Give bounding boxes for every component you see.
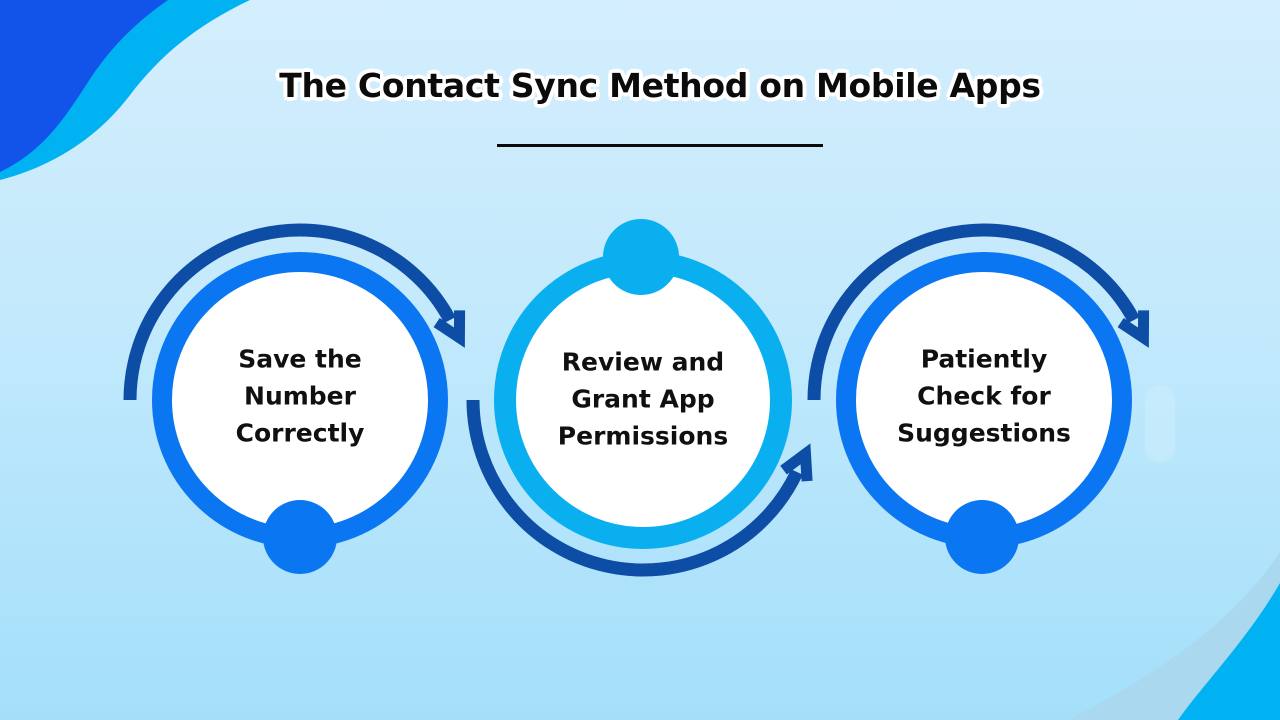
decor-pill: [1145, 385, 1175, 463]
step-3-label-line-2: Check for: [917, 381, 1051, 411]
step-3-label-line-3: Suggestions: [897, 418, 1071, 448]
step-2-node-dot: [603, 219, 679, 295]
step-3-label: Patiently Check for Suggestions: [897, 341, 1071, 452]
flow-arrow-3-icon: [807, 223, 1150, 401]
step-1-label-line-2: Number: [244, 381, 356, 411]
step-1-label-line-3: Correctly: [235, 418, 365, 448]
step-3-node-dot: [945, 500, 1019, 574]
page-title: The Contact Sync Method on Mobile Apps: [279, 66, 1041, 105]
corner-wave-bottom-right-cyan: [1178, 583, 1280, 720]
title-underline: [497, 144, 823, 147]
step-1-group: [123, 223, 466, 574]
step-3-label-line-1: Patiently: [920, 344, 1048, 374]
step-1-label: Save the Number Correctly: [236, 341, 365, 452]
step-2-label-line-2: Grant App: [571, 384, 715, 414]
step-2-group: [466, 219, 813, 577]
corner-wave-top-left-dark: [0, 0, 168, 172]
step-2-label-line-3: Permissions: [557, 421, 729, 451]
step-1-node-dot: [263, 500, 337, 574]
step-2-label-line-1: Review and: [561, 347, 725, 377]
step-1-label-line-1: Save the: [238, 344, 362, 374]
flow-arrow-1-icon: [123, 223, 466, 401]
step-3-group: [807, 223, 1150, 574]
flow-arrow-2-icon: [466, 399, 813, 577]
step-2-label: Review and Grant App Permissions: [558, 344, 728, 455]
